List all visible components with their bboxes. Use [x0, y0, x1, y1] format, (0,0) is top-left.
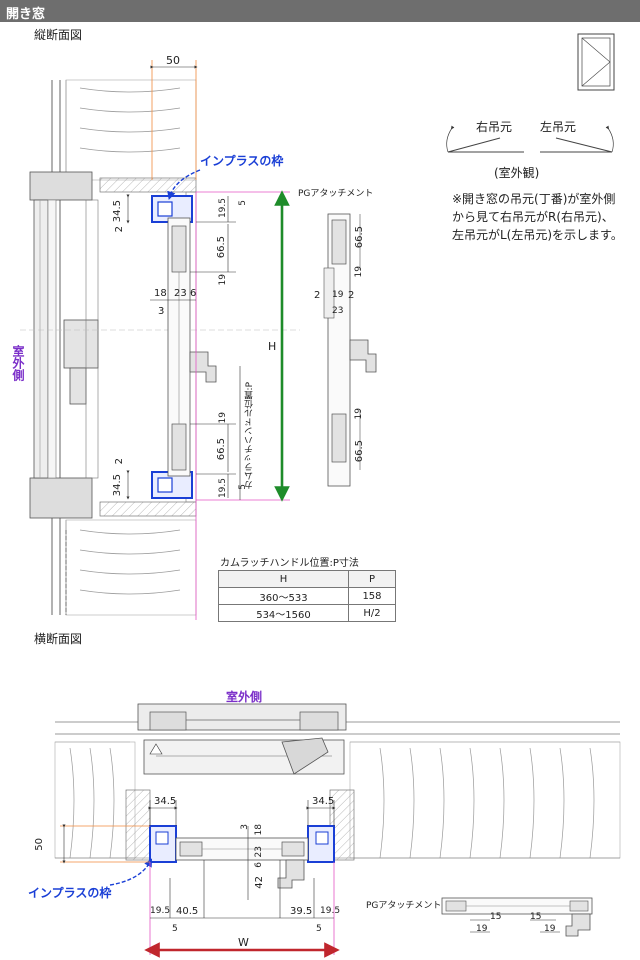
table-title: カムラッチハンドル位置:P寸法	[220, 558, 359, 569]
dim-19-bot: 19	[218, 412, 228, 424]
pg-attachment-vertical-drawing	[323, 213, 377, 487]
pg-attachment-vertical-title: PGアタッチメント	[298, 189, 374, 199]
hinge-left-label: 左吊元	[540, 120, 577, 134]
h-dim-19-5-left: 19.5	[150, 906, 171, 916]
h-dim-34-5-right: 34.5	[312, 796, 335, 807]
h-dim-39-5: 39.5	[290, 906, 313, 917]
pg-v-dim-2: 2	[314, 290, 321, 301]
dim-66-5-bot: 66.5	[216, 438, 227, 461]
hinge-note: ※開き窓の吊元(丁番)が室外側 から見て右吊元がR(右吊元)、 左吊元がL(左吊…	[452, 190, 623, 244]
h-dim-34-5-left: 34.5	[154, 796, 177, 807]
header-title: 開き窓	[6, 7, 46, 22]
h-dim-6: 6	[254, 862, 264, 868]
table-row: 360〜533 158	[218, 587, 397, 605]
horizontal-dim-lines	[148, 800, 336, 919]
hinge-note-line-1: ※開き窓の吊元(丁番)が室外側	[452, 192, 616, 206]
h-label: H	[268, 340, 277, 353]
horizontal-pink-guides	[149, 862, 335, 955]
dim-19-5-top: 19.5	[218, 198, 228, 219]
table-cell: 534〜1560	[218, 604, 349, 622]
dim-2-bot: 2	[114, 458, 125, 465]
h-dim-40-5: 40.5	[176, 906, 199, 917]
h-dim-18: 18	[254, 824, 264, 836]
inplus-sash-vertical	[167, 217, 217, 477]
table-cell: 158	[347, 587, 397, 605]
dim-top-width: 50	[166, 54, 180, 67]
existing-window-horizontal	[137, 703, 347, 775]
dim-18: 18	[154, 288, 167, 299]
pg-h-dim-15-a: 15	[490, 912, 502, 922]
table-row: 534〜1560 H/2	[218, 604, 397, 622]
hinge-note-line-3: 左吊元がL(左吊元)を示します。	[452, 228, 623, 242]
header-bar: 開き窓	[0, 0, 640, 22]
pg-h-dim-15-b: 15	[530, 912, 542, 922]
h-dim-23: 23	[254, 846, 264, 858]
vertical-dim-lines	[126, 194, 241, 500]
h-dim-19-5-right: 19.5	[320, 906, 341, 916]
handle-position-table: H P 360〜533 158 534〜1560 H/2	[218, 570, 397, 622]
h-dim-3: 3	[240, 824, 250, 830]
pg-h-dim-19-b: 19	[544, 924, 556, 934]
dim-5-top: 5	[238, 200, 248, 206]
dim-19-top: 19	[218, 274, 228, 286]
hinge-note-line-2: から見て右吊元がR(右吊元)、	[452, 210, 614, 224]
pg-attachment-horizontal-drawing	[441, 897, 593, 937]
pg-v-dim-66-5-a: 66.5	[354, 226, 365, 249]
table-header-p: P	[347, 570, 397, 588]
existing-window-vertical	[29, 171, 99, 519]
w-label: W	[238, 936, 249, 949]
horizontal-orange-guides	[60, 824, 150, 864]
inplus-frame-label-horizontal: インプラスの枠	[28, 886, 112, 900]
h-dim-42: 42	[254, 876, 265, 889]
pg-v-dim-19-a: 19	[354, 266, 364, 278]
hinge-right-label: 右吊元	[476, 120, 513, 134]
hinge-outside-view: (室外観)	[494, 166, 540, 180]
table-header-row: H P	[218, 570, 397, 588]
vertical-title: 縦断面図	[34, 28, 83, 42]
pg-v-dim-23: 23	[332, 306, 344, 316]
inplus-frame-label-vertical: インプラスの枠	[200, 154, 284, 168]
hinge-diagram	[446, 33, 615, 153]
dim-34-5-bot: 34.5	[112, 474, 123, 497]
h-dim-50: 50	[34, 838, 45, 851]
h-dim-5-right: 5	[316, 924, 322, 934]
dim-66-5-top: 66.5	[216, 236, 227, 259]
vertical-orange-guides	[150, 60, 198, 180]
h-dim-5-left: 5	[172, 924, 178, 934]
dim-34-5-top: 34.5	[112, 200, 123, 223]
dim-6: 6	[190, 288, 197, 299]
pg-v-dim-19-b: 19	[332, 290, 344, 300]
handle-position-label: カムラッチハンドル位置:P	[245, 382, 255, 490]
dim-23: 23	[174, 288, 187, 299]
pg-v-dim-2-b: 2	[348, 290, 355, 301]
pg-v-dim-19-c: 19	[354, 408, 364, 420]
dim-3: 3	[158, 306, 165, 317]
room-outside-label-horizontal: 室外側	[226, 690, 263, 704]
dim-19-5-bot: 19.5	[218, 478, 228, 499]
table-cell: 360〜533	[218, 587, 349, 605]
pg-attachment-horizontal-title: PGアタッチメント	[366, 901, 442, 911]
pg-h-dim-19-a: 19	[476, 924, 488, 934]
room-outside-label-vertical: 室外側	[11, 345, 25, 381]
inplus-frame-horizontal	[109, 825, 335, 886]
table-cell: H/2	[347, 604, 397, 622]
horizontal-title: 横断面図	[34, 632, 83, 646]
inplus-sash-horizontal	[175, 837, 309, 889]
pg-v-dim-66-5-b: 66.5	[354, 440, 365, 463]
table-header-h: H	[218, 570, 349, 588]
dim-5-bot: 5	[238, 484, 248, 490]
dim-2-top: 2	[114, 226, 125, 233]
